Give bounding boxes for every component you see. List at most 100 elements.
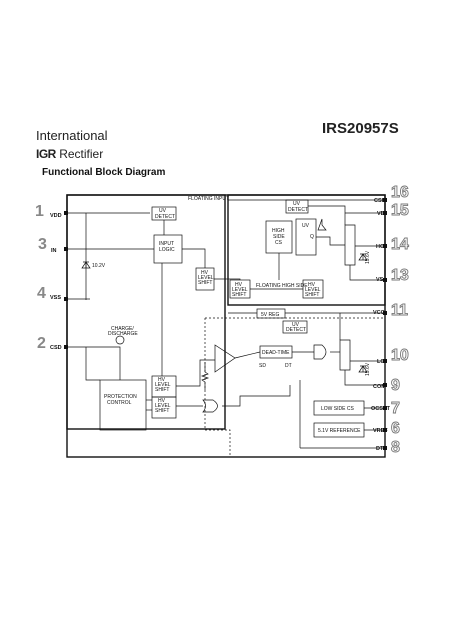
pin-name-dt: DT bbox=[376, 446, 384, 452]
pin-name-vb: VB bbox=[377, 211, 385, 217]
label-zener-low: 15.6V bbox=[365, 362, 371, 376]
pin-dot-vs bbox=[383, 278, 387, 282]
label-input-logic-1: INPUT bbox=[159, 241, 174, 247]
floating-high-side-region bbox=[227, 194, 386, 306]
pin-number-csh: 16 bbox=[391, 184, 409, 201]
label-uv-left-1: UV bbox=[159, 208, 167, 214]
label-zener-high: 15.6V bbox=[365, 250, 371, 264]
pin-number-vb: 15 bbox=[391, 202, 409, 219]
pin-dot-vss bbox=[64, 297, 68, 301]
label-uv-high-1: UV bbox=[293, 201, 301, 207]
pin-dot-ho bbox=[383, 244, 387, 248]
label-shift-top-3: SHIFT bbox=[198, 280, 212, 286]
pin-dot-vb bbox=[383, 211, 387, 215]
label-shift-left-1: HV bbox=[235, 282, 243, 288]
part-number: IRS20957S bbox=[322, 120, 399, 148]
pin-dot-ocset bbox=[383, 406, 387, 410]
inverter-triangle bbox=[317, 218, 327, 231]
low-side-boundary bbox=[204, 318, 231, 455]
wire-vs bbox=[349, 265, 385, 281]
pin-name-lo: LO bbox=[377, 359, 385, 365]
pin-name-ocset: OCSET bbox=[371, 406, 391, 412]
pin-dot-csd bbox=[64, 345, 68, 349]
diagram-title: Functional Block Diagram bbox=[42, 167, 166, 178]
or-gate bbox=[202, 399, 218, 413]
label-floating-input: FLOATING INPUT bbox=[188, 196, 229, 202]
label-shift-left-2: LEVEL bbox=[232, 287, 248, 293]
ho-driver bbox=[344, 224, 356, 266]
comparator-triangle bbox=[214, 344, 236, 373]
pin-number-vss: 4 bbox=[37, 285, 46, 302]
label-high-side-cs-2: SIDE bbox=[273, 234, 285, 240]
pin-number-ho: 14 bbox=[391, 236, 409, 253]
wire-amp-dt bbox=[234, 351, 261, 359]
pin-number-com: 9 bbox=[391, 377, 400, 394]
zener-high bbox=[358, 253, 368, 261]
wire-shift-amp bbox=[176, 359, 215, 387]
brand-name: Rectifier bbox=[59, 147, 104, 161]
pin-number-vdd: 1 bbox=[35, 203, 44, 220]
company-logo: International IGR Rectifier bbox=[36, 128, 126, 164]
current-source-circle bbox=[115, 335, 125, 345]
pin-name-csd: CSD bbox=[50, 345, 62, 351]
hv-level-shift-low-block bbox=[151, 396, 177, 419]
label-control: CONTROL bbox=[107, 400, 132, 406]
label-shift-top-2: LEVEL bbox=[198, 275, 214, 281]
label-shift-right-1: HV bbox=[308, 282, 316, 288]
label-low-side-cs: LOW SIDE CS bbox=[321, 406, 354, 412]
pin-number-csd: 2 bbox=[37, 335, 46, 352]
pin-number-ocset: 7 bbox=[391, 400, 400, 417]
pin-dot-vdd bbox=[64, 211, 68, 215]
label-uv-high-2: DETECT bbox=[288, 207, 308, 213]
label-shift-right-3: SHIFT bbox=[305, 292, 319, 298]
label-uv-q-1: UV bbox=[302, 223, 310, 229]
wire-uv-vb bbox=[308, 205, 346, 225]
label-zener-vdd: 10.2V bbox=[92, 263, 106, 269]
pin-number-vs: 13 bbox=[391, 267, 409, 284]
wire-shift-high bbox=[214, 278, 241, 280]
pin-number-in: 3 bbox=[38, 236, 47, 253]
label-shift-right-2: LEVEL bbox=[305, 287, 321, 293]
uv-detect-low-block bbox=[282, 320, 308, 334]
label-high-side-cs-3: CS bbox=[275, 240, 283, 246]
pin-dot-dt bbox=[383, 446, 387, 450]
label-shift-low-2: LEVEL bbox=[155, 403, 171, 409]
pin-number-vcc: 11 bbox=[391, 302, 408, 319]
label-shift-mid-3: SHIFT bbox=[155, 387, 169, 393]
label-floating-high-side: FLOATING HIGH SIDE bbox=[256, 283, 308, 289]
label-uv-low-2: DETECT bbox=[286, 327, 306, 333]
label-uv-low-1: UV bbox=[292, 322, 300, 328]
pin-name-vss: VSS bbox=[50, 295, 61, 301]
label-reference: 5.1V REFERENCE bbox=[318, 428, 361, 434]
pin-dot-vref bbox=[383, 428, 387, 432]
pin-name-com: COM bbox=[373, 384, 386, 390]
label-discharge: DISCHARGE bbox=[108, 331, 138, 337]
label-uv-q-2: Q bbox=[310, 234, 314, 240]
wire-com bbox=[344, 370, 385, 386]
pin-name-in: IN bbox=[51, 248, 57, 254]
wire-or-out bbox=[222, 385, 291, 407]
pin-dot-com bbox=[383, 383, 387, 387]
pin-name-vs: VS bbox=[376, 277, 384, 283]
label-dt-small: DT bbox=[285, 363, 292, 369]
pin-name-csh: CSH bbox=[374, 198, 386, 204]
resistor bbox=[200, 362, 210, 390]
brand-logo-mark: IGR bbox=[36, 147, 56, 161]
pin-name-vcc: VCC bbox=[373, 310, 385, 316]
zener-vdd bbox=[81, 261, 91, 269]
label-dead-time: DEAD-TIME bbox=[262, 350, 290, 356]
pin-name-vdd: VDD bbox=[50, 213, 62, 219]
pin-number-vref: 6 bbox=[391, 420, 400, 437]
label-protection: PROTECTION bbox=[104, 394, 137, 400]
pin-name-ho: HO bbox=[376, 244, 385, 250]
label-high-side-cs-1: HIGH bbox=[272, 228, 285, 234]
pin-dot-csh bbox=[383, 198, 387, 202]
wire-q-driver bbox=[316, 236, 345, 246]
pin-dot-vcc bbox=[383, 311, 387, 315]
label-sd: SD bbox=[259, 363, 266, 369]
pin-dot-lo bbox=[383, 359, 387, 363]
brand-bottom-text: IGR Rectifier bbox=[36, 147, 103, 161]
pin-dot-in bbox=[64, 247, 68, 251]
label-shift-left-3: SHIFT bbox=[232, 292, 246, 298]
